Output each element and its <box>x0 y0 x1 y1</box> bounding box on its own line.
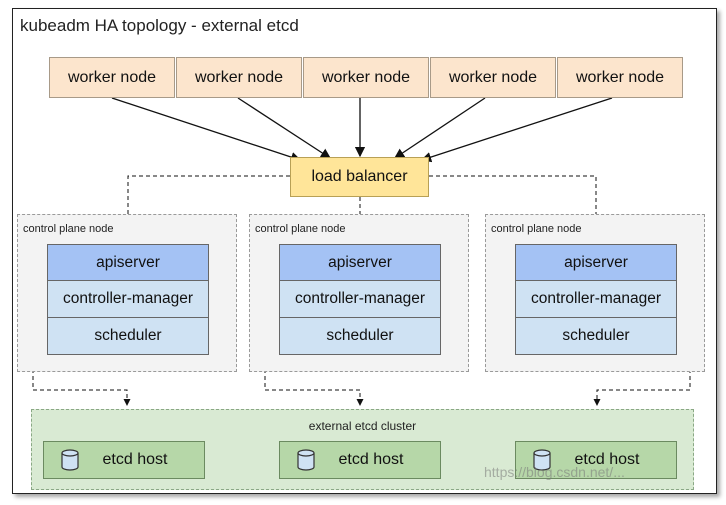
database-icon <box>61 449 79 471</box>
etcd-host-3: etcd host <box>515 441 677 479</box>
watermark-text: https://blog.csdn.net/... <box>484 464 625 480</box>
lb-to-apiserver-1 <box>127 175 290 244</box>
apiserver-box: apiserver <box>47 244 209 281</box>
component-stack-2: apiserver controller-manager scheduler <box>279 244 441 355</box>
etcd-host-label: etcd host <box>102 451 168 468</box>
database-icon <box>297 449 315 471</box>
database-icon <box>533 449 551 471</box>
diagram-title: kubeadm HA topology - external etcd <box>20 16 299 35</box>
controller-manager-box: controller-manager <box>47 281 209 318</box>
worker-5-to-lb-arrow <box>420 97 613 163</box>
worker-node-2: worker node <box>176 57 302 98</box>
worker-node-3: worker node <box>303 57 429 98</box>
worker-1-to-lb-arrow <box>111 97 302 163</box>
etcd-host-1: etcd host <box>43 441 205 479</box>
worker-node-5: worker node <box>557 57 683 98</box>
worker-node-4: worker node <box>430 57 556 98</box>
control-plane-label: control plane node <box>23 223 114 235</box>
etcd-host-2: etcd host <box>279 441 441 479</box>
scheduler-box: scheduler <box>515 318 677 355</box>
component-stack-1: apiserver controller-manager scheduler <box>47 244 209 355</box>
worker-2-to-lb-arrow <box>237 97 332 159</box>
apiserver-box: apiserver <box>515 244 677 281</box>
scheduler-box: scheduler <box>279 318 441 355</box>
worker-4-to-lb-arrow <box>393 97 486 159</box>
etcd-cluster-label: external etcd cluster <box>308 419 417 433</box>
etcd-host-label: etcd host <box>338 451 404 468</box>
load-balancer: load balancer <box>290 157 429 197</box>
component-stack-3: apiserver controller-manager scheduler <box>515 244 677 355</box>
controller-manager-box: controller-manager <box>515 281 677 318</box>
scheduler-box: scheduler <box>47 318 209 355</box>
controller-manager-box: controller-manager <box>279 281 441 318</box>
apiserver-box: apiserver <box>279 244 441 281</box>
control-plane-label: control plane node <box>491 223 582 235</box>
control-plane-label: control plane node <box>255 223 346 235</box>
etcd-host-label: etcd host <box>574 451 640 468</box>
worker-node-1: worker node <box>49 57 175 98</box>
